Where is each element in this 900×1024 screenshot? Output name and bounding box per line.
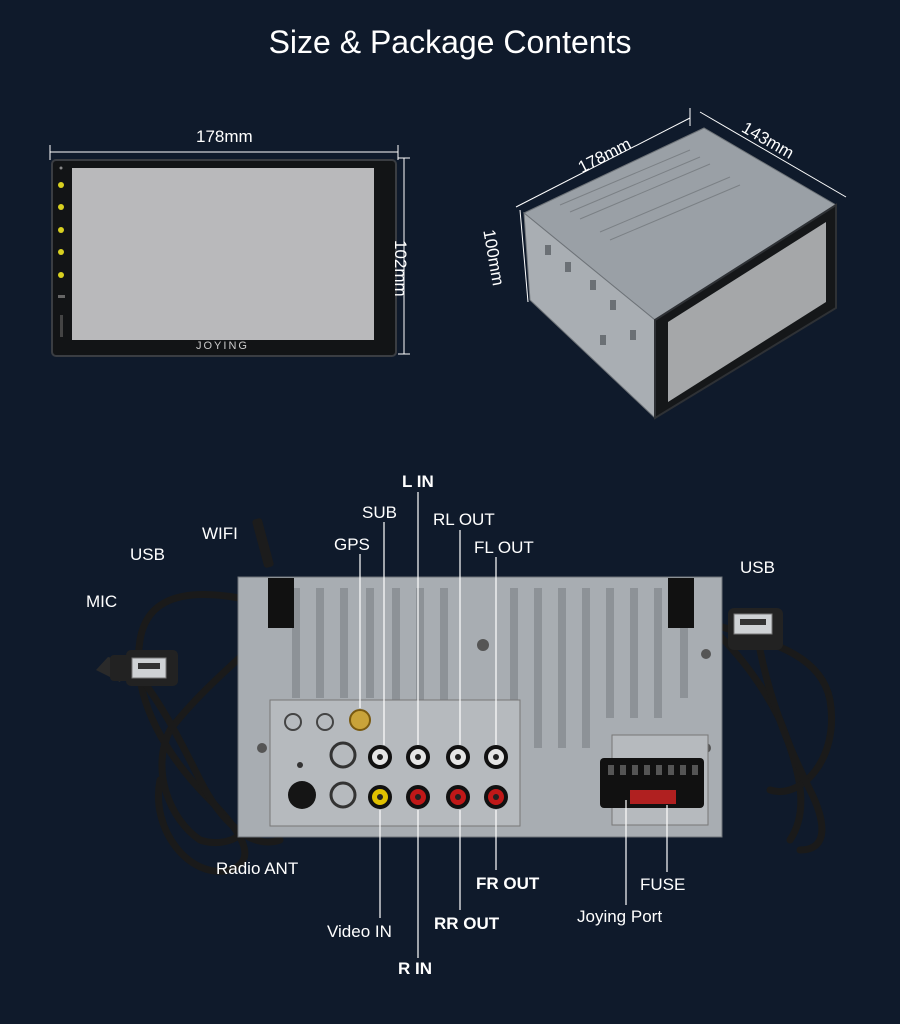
label-fl-out: FL OUT — [474, 538, 534, 557]
wifi-antenna — [252, 518, 274, 568]
label-joying-port: Joying Port — [577, 907, 663, 926]
volume-down-icon — [58, 272, 64, 278]
label-rl-out: RL OUT — [433, 510, 495, 529]
power-icon — [58, 182, 64, 188]
box-dimensions — [515, 108, 847, 303]
fuse — [630, 790, 676, 804]
side-buttons — [58, 182, 64, 278]
label-rr-out: RR OUT — [434, 914, 500, 933]
label-gps: GPS — [334, 535, 370, 554]
front-height-label: 102mm — [391, 240, 410, 297]
label-sub: SUB — [362, 503, 397, 522]
label-mic: MIC — [86, 592, 118, 611]
usb-plug-left — [126, 650, 178, 686]
chassis-3d — [523, 127, 837, 420]
brand-logo: JOYING — [196, 340, 249, 352]
home-icon — [58, 204, 64, 210]
head-unit-front — [51, 159, 397, 357]
callout-lines — [359, 492, 668, 958]
label-l-in: L IN — [402, 472, 434, 491]
chassis-screen — [668, 222, 826, 402]
label-usb-right: USB — [740, 558, 775, 577]
label-wifi: WIFI — [202, 524, 238, 543]
gps-connector — [349, 709, 371, 731]
front-height-dimension — [398, 157, 410, 355]
label-radio-ant: Radio ANT — [216, 859, 299, 878]
radio-antenna-port — [288, 781, 316, 809]
label-video-in: Video IN — [327, 922, 392, 941]
mic-plug — [96, 655, 130, 682]
label-fr-out: FR OUT — [476, 874, 540, 893]
volume-up-icon — [58, 249, 64, 255]
label-fuse: FUSE — [640, 875, 686, 894]
usb-plug-right — [728, 608, 783, 650]
screen — [72, 168, 374, 340]
left-cables — [126, 591, 294, 875]
page-title: Size & Package Contents — [268, 24, 632, 60]
label-usb-left: USB — [130, 545, 165, 564]
head-unit-rear — [237, 576, 723, 838]
front-width-label: 178mm — [196, 127, 253, 146]
back-icon — [58, 227, 64, 233]
label-r-in: R IN — [398, 959, 432, 978]
front-width-dimension — [49, 145, 399, 160]
